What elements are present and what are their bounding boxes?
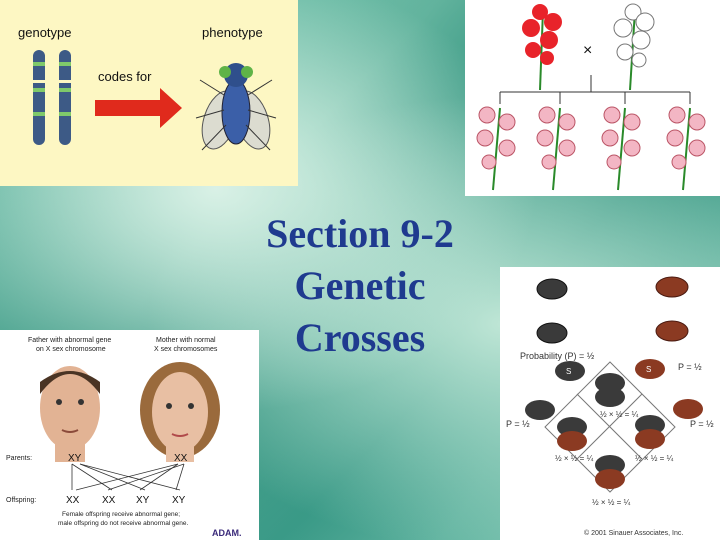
copyright-label: © 2001 Sinauer Associates, Inc. [584,529,683,537]
red-flower-icon [522,4,562,91]
inheritance-caption-line-2: male offspring do not receive abnormal g… [58,520,189,527]
father-caption-line-2: on X sex chromosome [36,346,106,353]
father-face-icon [40,366,100,462]
x-linked-inheritance-panel: Father with abnormal gene on X sex chrom… [0,330,259,540]
coin-probability-panel: Probability (P) = ½ P = ½ P = ½ P = ½ S … [500,267,720,540]
mother-caption-line-1: Mother with normal [156,337,216,344]
title-line-3: Crosses [294,315,426,360]
offspring-2-genotype: XX [102,495,116,506]
probability-label: Probability (P) = ½ [520,351,595,361]
offspring-1-genotype: XX [66,495,80,506]
flower-cross-panel: × [465,0,720,196]
cross-symbol: × [583,42,592,59]
probability-right: P = ½ [690,419,714,429]
offspring-label: Offspring: [6,497,36,504]
chromosome-icon [32,50,72,145]
pink-flower-icon [666,106,706,191]
father-genotype: XY [68,453,82,464]
probability-right-top: P = ½ [678,362,702,372]
probability-diamond [544,361,676,493]
parents-label: Parents: [6,455,32,462]
genotype-label: genotype [18,25,72,40]
coin-probability-illustration: Probability (P) = ½ P = ½ P = ½ P = ½ S … [506,276,714,537]
title-line-1: Section 9-2 [266,211,454,256]
coin-letter: S [646,365,651,374]
offspring-4-genotype: XY [172,495,186,506]
slide-title: Section 9-2 Genetic Crosses [240,208,480,364]
quarter-label-bottom: ½ × ½ = ¼ [592,498,631,507]
genotype-phenotype-illustration: genotype phenotype codes for [18,25,277,151]
flower-cross-illustration: × [476,3,706,191]
pink-flower-icon [601,106,641,191]
cross-lines [499,75,691,104]
fruit-fly-icon [195,63,277,151]
inheritance-lines [71,463,185,491]
coin-letter: S [566,367,571,376]
quarter-label-right: ½ × ½ = ¼ [635,454,674,463]
white-flower-icon [613,3,655,91]
mother-genotype: XX [174,453,188,464]
codes-for-label: codes for [98,69,152,84]
phenotype-label: phenotype [202,25,263,40]
adam-logo: ADAM. [212,528,242,538]
quarter-label-left: ½ × ½ = ¼ [555,454,594,463]
quarter-label-top: ½ × ½ = ¼ [600,410,639,419]
title-line-2: Genetic [294,263,426,308]
arrow-icon [95,88,182,128]
coin-icon [525,359,703,489]
probability-left: P = ½ [506,419,530,429]
pink-flower-icon [536,106,576,191]
father-caption-line-1: Father with abnormal gene [28,337,111,344]
coin-icon [536,276,689,344]
mother-face-icon [140,362,220,462]
genotype-phenotype-panel: genotype phenotype codes for [0,0,298,186]
inheritance-caption-line-1: Female offspring receive abnormal gene; [62,511,180,518]
pink-flower-icon [476,106,516,191]
offspring-3-genotype: XY [136,495,150,506]
mother-caption-line-2: X sex chromosomes [154,346,218,353]
x-linked-illustration: Father with abnormal gene on X sex chrom… [6,337,242,538]
